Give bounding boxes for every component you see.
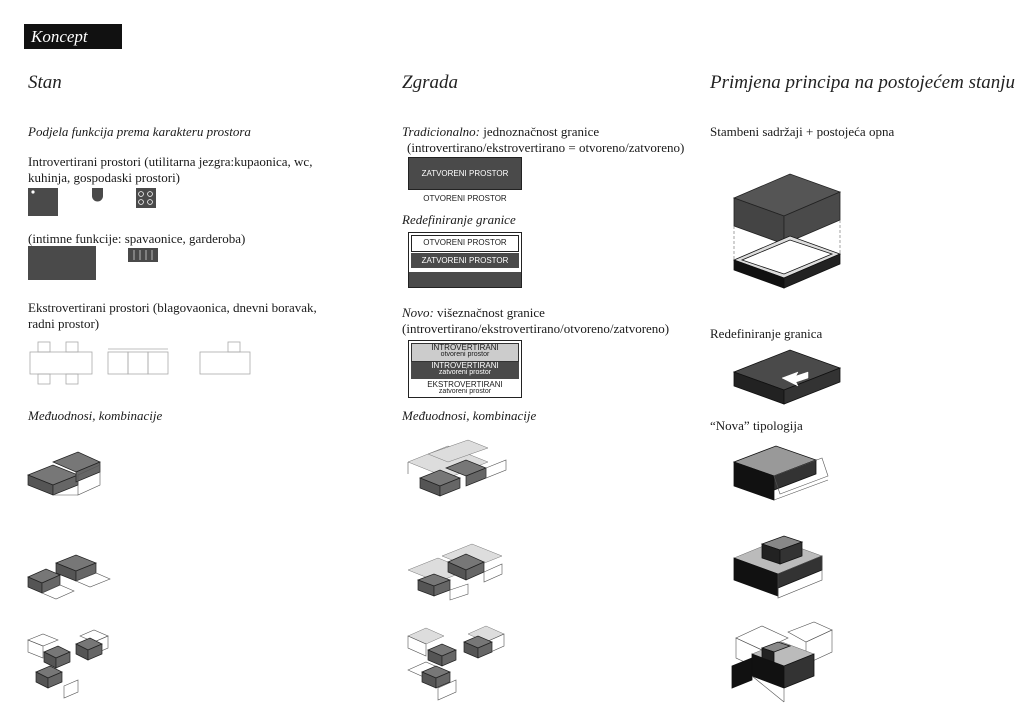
novo-row-1-sub: otvoreni prostor (440, 351, 490, 358)
intimate-text: (intimne funkcije: spavaonice, garderoba… (28, 231, 246, 246)
stan-combo-2 (27, 554, 111, 600)
novo-row-3-sub: zatvoreni prostor (438, 388, 492, 395)
zgrada-combo-3 (407, 625, 505, 701)
redefine-borders-diagram (732, 349, 842, 405)
redefine-border-label: Redefiniranje granice (402, 212, 516, 227)
novo-row-1-title: INTROVERTIRANI (431, 343, 499, 352)
closed-space-box: ZATVORENI PROSTOR (408, 157, 522, 190)
introvert-text: Introvertirani prostori (utilitarna jezg… (28, 154, 313, 185)
traditional-sub: (introvertirano/ekstrovertirano = otvore… (407, 140, 685, 155)
redefine-open-row: OTVORENI PROSTOR (411, 235, 519, 252)
novo-row-3-title: EKSTROVERTIRANI (427, 380, 503, 389)
primjena-caption-2: Redefiniranje granica (710, 326, 823, 341)
column-title-primjena: Primjena principa na postojećem stanju (710, 72, 1016, 93)
redefine-box: OTVORENI PROSTOR ZATVORENI PROSTOR (408, 232, 522, 288)
novo-box: INTROVERTIRANI otvoreni prostor INTROVER… (408, 340, 522, 398)
novo-row-2: INTROVERTIRANI zatvoreni prostor (411, 362, 519, 379)
redefine-closed-row: ZATVORENI PROSTOR (411, 253, 519, 268)
column-title-stan: Stan (28, 72, 62, 93)
column-title-zgrada: Zgrada (402, 72, 458, 93)
open-space-label: OTVORENI PROSTOR (423, 194, 507, 203)
novo-row-3: EKSTROVERTIRANI zatvoreni prostor (411, 381, 519, 396)
extrovert-text: Ekstrovertirani prostori (blagovaonica, … (28, 300, 317, 331)
novo-row-2-sub: zatvoreni prostor (438, 369, 492, 376)
zgrada-relations: Međuodnosi, kombinacije (402, 408, 537, 423)
primjena-caption-3: “Nova” tipologija (710, 418, 803, 433)
zgrada-combo-1 (407, 439, 507, 497)
new-typology-2 (733, 535, 823, 599)
zgrada-combo-2 (407, 543, 503, 601)
extrovert-icons (29, 341, 251, 385)
intimate-icons (28, 246, 158, 280)
redefine-bottom-fill (409, 272, 521, 287)
new-typology-3 (731, 621, 833, 703)
novo-sub: (introvertirano/ekstrovertirano/otvoreno… (402, 321, 670, 336)
traditional-label: Tradicionalno: (402, 124, 481, 139)
novo-row-1: INTROVERTIRANI otvoreni prostor (411, 343, 519, 362)
traditional-text: jednoznačnost granice (480, 124, 600, 139)
stan-combo-3 (27, 629, 109, 699)
novo-label: Novo: (402, 305, 434, 320)
primjena-caption-1: Stambeni sadržaji + postojeća opna (710, 124, 895, 139)
traditional-line: Tradicionalno: jednoznačnost granice (402, 124, 599, 140)
novo-row-2-title: INTROVERTIRANI (431, 361, 499, 370)
new-typology-1 (732, 445, 829, 501)
novo-text: višeznačnost granice (433, 305, 545, 320)
introvert-icons (28, 188, 156, 216)
existing-envelope-diagram (732, 173, 842, 289)
stan-subtitle: Podjela funkcija prema karakteru prostor… (28, 124, 251, 139)
stan-combo-1 (27, 451, 101, 496)
stan-relations: Međuodnosi, kombinacije (28, 408, 163, 423)
section-tag: Koncept (24, 24, 122, 49)
novo-line: Novo: višeznačnost granice (402, 305, 545, 321)
